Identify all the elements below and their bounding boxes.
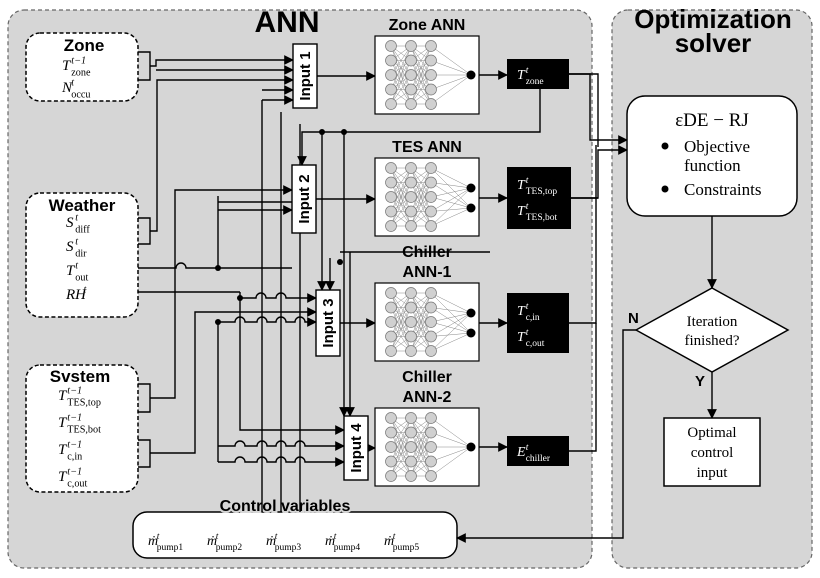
wire	[569, 323, 597, 452]
input-box-4	[343, 415, 369, 481]
input-boxes: Input 1 Input 2 Input 3 Input 4	[291, 43, 369, 481]
wire	[150, 75, 294, 232]
input-box-1	[292, 43, 318, 109]
bullet-dot	[661, 142, 669, 150]
decision-diamond	[634, 287, 790, 373]
ann-title-3: Chiller	[402, 244, 452, 261]
weather-var: RHt	[65, 285, 88, 303]
solver-method-label: εDE − RJ	[675, 110, 749, 131]
junction-dot	[337, 259, 343, 265]
wire	[150, 307, 317, 454]
ann-block-1: Zone ANN	[374, 17, 480, 115]
control-title: Control variables	[220, 498, 351, 515]
input-label-2: Input 2	[296, 174, 313, 223]
ann-block-2: TES ANN	[374, 139, 480, 237]
wire	[569, 73, 628, 145]
wire	[571, 145, 628, 199]
input-label-1: Input 1	[297, 51, 314, 100]
wire	[218, 456, 345, 467]
ann-subtitle-3: ANN-1	[403, 264, 452, 281]
system-title: Svstem	[50, 367, 110, 386]
result-line2: control	[691, 445, 734, 461]
ann-title-2: TES ANN	[392, 139, 462, 156]
result-box	[663, 417, 761, 487]
solver-bullet-objective: Objective	[684, 137, 750, 156]
output-box-1	[507, 59, 569, 89]
decision-line1: Iteration	[687, 314, 738, 330]
decision-line2: finished?	[685, 333, 740, 349]
input-label-4: Input 4	[348, 423, 365, 473]
solver-title-line1: Optimization	[634, 4, 791, 34]
system-box	[25, 364, 139, 493]
ann-title-1: Zone ANN	[389, 17, 466, 34]
ann-panel-title: ANN	[255, 6, 320, 39]
solver-bullet-constraints: Constraints	[684, 180, 761, 199]
output-box-3	[507, 293, 569, 353]
no-label: N	[628, 310, 639, 327]
output-box-2	[507, 167, 571, 229]
wire	[138, 262, 292, 269]
result-line1: Optimal	[687, 425, 736, 441]
solver-bullet-function: function	[684, 156, 741, 175]
input-box-2	[291, 164, 317, 234]
weather-title: Weather	[49, 196, 116, 215]
wire	[456, 329, 636, 543]
ann-subtitle-4: ANN-2	[403, 389, 452, 406]
input-box-3	[315, 289, 341, 357]
bullet-dot	[661, 185, 669, 193]
wire	[218, 316, 317, 327]
signal-wires	[138, 51, 717, 543]
wire	[150, 55, 294, 67]
weather-box	[25, 192, 139, 318]
wire	[297, 89, 541, 166]
yes-label: Y	[695, 373, 705, 390]
zone-box	[25, 32, 139, 102]
input-label-3: Input 3	[320, 298, 337, 347]
wire	[218, 440, 345, 451]
wire	[239, 292, 345, 435]
output-box-4	[507, 436, 569, 466]
result-line3: input	[697, 465, 729, 481]
solver-method-box	[626, 95, 798, 217]
solver-title-line2: solver	[675, 28, 752, 58]
ann-title-4: Chiller	[402, 369, 452, 386]
zone-title: Zone	[64, 36, 105, 55]
wire	[150, 185, 293, 399]
wire	[240, 292, 317, 303]
